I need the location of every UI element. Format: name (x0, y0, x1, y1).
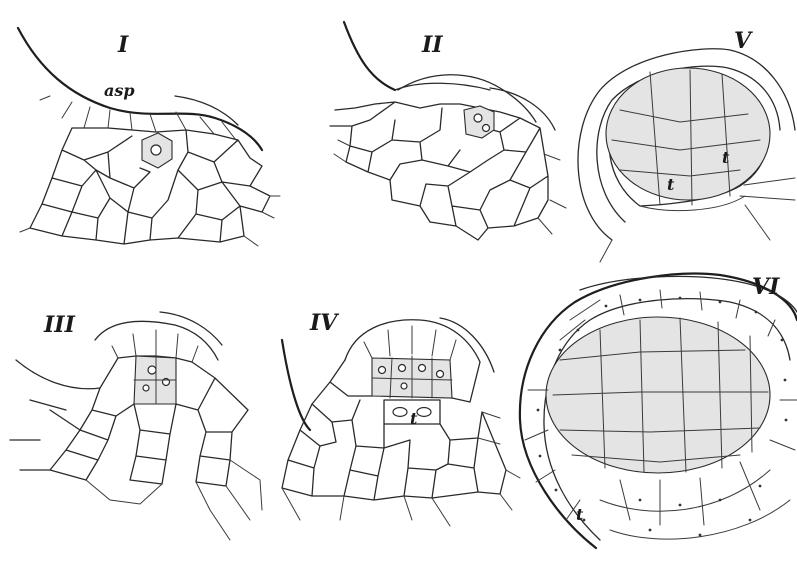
label-t-V-1: t (722, 148, 730, 167)
figure-IV: IV t (282, 310, 520, 526)
figure-label-II: II (421, 32, 443, 58)
label-t-VI: t (576, 505, 584, 524)
label-t-V-2: t (667, 175, 675, 194)
figure-II: II (330, 22, 566, 240)
figure-label-V: V (734, 28, 753, 54)
figure-label-VI: VI (752, 274, 780, 300)
label-asp: asp (104, 81, 135, 100)
figure-label-IV: IV (309, 310, 339, 336)
label-t-IV: t (410, 409, 418, 428)
figure-III: III (10, 312, 262, 540)
figure-VI: VI t (520, 274, 797, 548)
figure-label-III: III (43, 312, 76, 338)
figure-V: V t t (578, 28, 795, 262)
figure-label-I: I (117, 32, 129, 58)
figure-I: I asp (18, 28, 280, 246)
